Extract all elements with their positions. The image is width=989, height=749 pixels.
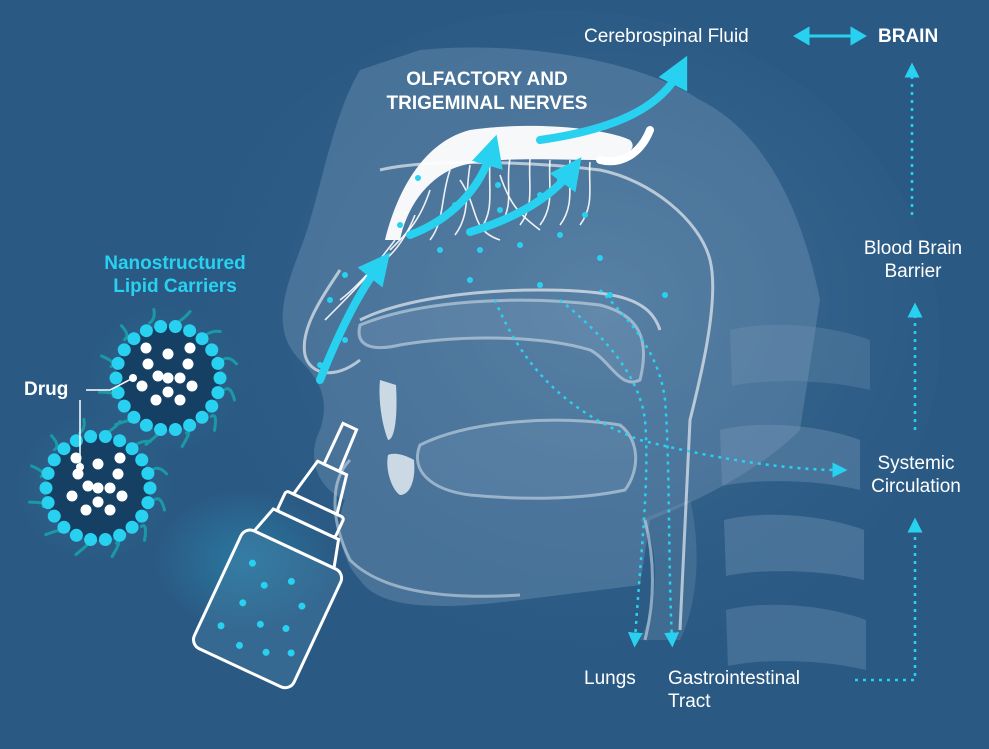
- bbb-label-line1: Blood Brain: [863, 238, 963, 259]
- csf-label: Cerebrospinal Fluid: [584, 26, 749, 47]
- nerves-label: OLFACTORY AND TRIGEMINAL NERVES: [362, 68, 612, 116]
- oral-cavity-outline: [333, 298, 654, 641]
- nlc-particle-lower: [27, 417, 169, 559]
- teeth: [379, 380, 415, 495]
- bbb-label: Blood Brain Barrier: [848, 237, 978, 283]
- nerves-label-line1: OLFACTORY AND: [406, 69, 568, 90]
- systemic-label-line2: Circulation: [871, 476, 961, 497]
- systemic-label: Systemic Circulation: [855, 452, 977, 498]
- drug-label: Drug: [24, 379, 69, 400]
- nlc-particle-upper: [97, 307, 239, 449]
- drug-pointer-dot: [76, 463, 84, 471]
- drug-pointer-dot: [129, 374, 137, 382]
- lungs-label: Lungs: [584, 668, 636, 689]
- gi-label-line1: Gastrointestinal: [668, 668, 801, 689]
- nlc-label-line2: Lipid Carriers: [113, 276, 237, 297]
- systemic-label-line1: Systemic: [877, 453, 955, 474]
- nasal-spray-bottle-icon: [155, 421, 359, 690]
- nerves-label-line2: TRIGEMINAL NERVES: [386, 93, 588, 114]
- drug-leader-lines: [79, 377, 134, 467]
- gi-label-line2: Tract: [668, 691, 711, 712]
- gi-label: Gastrointestinal Tract: [668, 667, 800, 713]
- brain-label: BRAIN: [878, 26, 939, 47]
- olfactory-nerves: [316, 55, 688, 384]
- bbb-label-line2: Barrier: [884, 261, 942, 282]
- nlc-label-line1: Nanostructured: [104, 253, 246, 274]
- nlc-particles: [27, 307, 239, 559]
- nlc-label: Nanostructured Lipid Carriers: [80, 252, 270, 298]
- absorption-pathways: [493, 62, 923, 682]
- csf-brain-arrow: [793, 26, 867, 46]
